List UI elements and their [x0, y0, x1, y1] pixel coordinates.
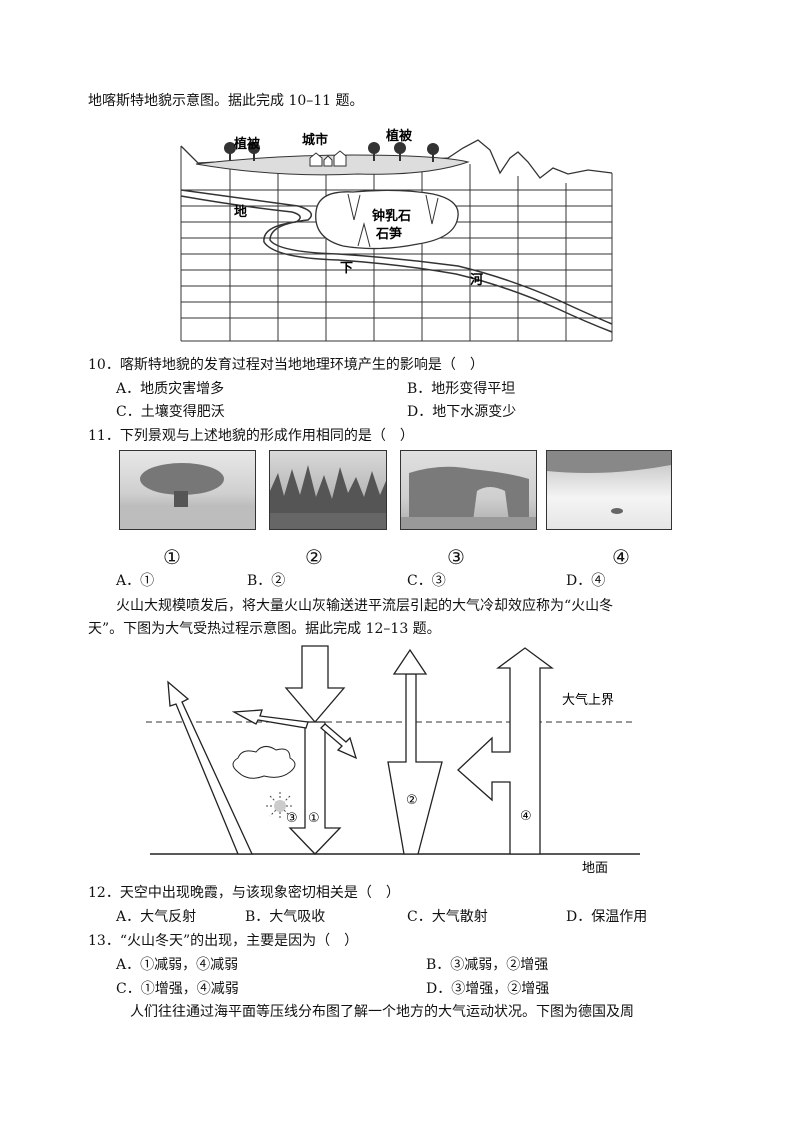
- label-di: 地: [234, 204, 247, 220]
- label-n1: ①: [308, 811, 320, 826]
- photo-label-1: ①: [163, 545, 181, 569]
- scatter-arrow-right: [320, 723, 358, 760]
- label-veg1: 植被: [233, 136, 261, 152]
- q12-option-a[interactable]: A．大气反射: [116, 909, 197, 925]
- q13-option-c[interactable]: C．①增强，④减弱: [116, 981, 239, 997]
- label-n2: ②: [406, 793, 418, 808]
- photo-beach: [546, 450, 672, 530]
- q12-option-d[interactable]: D．保温作用: [566, 909, 648, 925]
- label-n3: ③: [286, 811, 298, 826]
- house-icons: [309, 150, 347, 167]
- photo-label-4: ④: [612, 545, 630, 569]
- scatter-arrow-left: [231, 709, 309, 729]
- q11-option-a[interactable]: A．①: [116, 573, 155, 589]
- photo-mushroom-rock: [119, 450, 256, 530]
- scatter-center: [274, 800, 286, 812]
- arrow-4: [457, 647, 554, 855]
- reflected-radiation-arrow: [167, 680, 254, 855]
- q10-option-d[interactable]: D．地下水源变少: [407, 404, 517, 420]
- arrow-2: [387, 673, 443, 855]
- q10-option-c[interactable]: C．土壤变得肥沃: [116, 404, 225, 420]
- label-n4: ④: [520, 809, 532, 824]
- stalactites: [347, 193, 439, 248]
- q11-option-b[interactable]: B．②: [247, 573, 286, 589]
- q11-option-d[interactable]: D．④: [566, 573, 606, 589]
- q10-option-a[interactable]: A．地质灾害增多: [116, 381, 225, 397]
- intro-text-2-line2: 天”。下图为大气受热过程示意图。据此完成 12–13 题。: [88, 621, 441, 637]
- river-line-top: [180, 189, 613, 325]
- q12-option-b[interactable]: B．大气吸收: [245, 909, 326, 925]
- arrow-1: [288, 721, 342, 855]
- label-he: 河: [470, 272, 483, 288]
- q12-option-c[interactable]: C．大气散射: [407, 909, 488, 925]
- q11-stem: 11．下列景观与上述地貌的形成作用相同的是（ ）: [88, 428, 414, 444]
- label-atmosphere-top: 大气上界: [562, 692, 614, 708]
- q13-option-b[interactable]: B．③减弱，②增强: [426, 957, 549, 973]
- label-city: 城市: [302, 132, 328, 148]
- label-ground: 地面: [582, 861, 608, 874]
- q13-stem: 13．“火山冬天”的出现，主要是因为（ ）: [88, 933, 359, 949]
- atmosphere-heating-diagram: ③ ① ② ④ 大气上界 地面: [146, 645, 640, 874]
- river-line-bottom: [180, 195, 613, 333]
- label-xia: 下: [340, 261, 353, 276]
- label-stalactite: 钟乳石: [372, 208, 411, 224]
- arrow-2-head: [392, 648, 428, 675]
- tree-icons: [224, 142, 439, 162]
- q10-stem: 10．喀斯特地貌的发育过程对当地地理环境产生的影响是（ ）: [88, 357, 484, 373]
- q13-option-d[interactable]: D．③增强，②增强: [426, 981, 550, 997]
- cloud-icon: [232, 746, 296, 779]
- label-veg2: 植被: [385, 128, 413, 144]
- intro-text-2-line1: 火山大规模喷发后，将大量火山灰输送进平流层引起的大气冷却效应称为“火山冬: [116, 598, 614, 614]
- karst-diagram: 植被 城市 植被 地 下 河 钟乳石 石笋: [180, 128, 613, 342]
- q12-stem: 12．天空中出现晚霞，与该现象密切相关是（ ）: [88, 885, 400, 901]
- q11-option-c[interactable]: C．③: [407, 573, 446, 589]
- label-stalagmite: 石笋: [375, 226, 402, 242]
- q13-option-a[interactable]: A．①减弱，④减弱: [116, 957, 239, 973]
- intro-text-3: 人们往往通过海平面等压线分布图了解一个地方的大气运动状况。下图为德国及周: [130, 1004, 634, 1020]
- solar-radiation-arrow: [284, 645, 346, 724]
- intro-text-1: 地喀斯特地貌示意图。据此完成 10–11 题。: [88, 93, 364, 109]
- photo-label-3: ③: [447, 545, 465, 569]
- photo-label-2: ②: [305, 545, 323, 569]
- photo-stone-forest: [269, 450, 387, 530]
- q10-option-b[interactable]: B．地形变得平坦: [407, 381, 516, 397]
- photo-sea-arch: [400, 450, 537, 530]
